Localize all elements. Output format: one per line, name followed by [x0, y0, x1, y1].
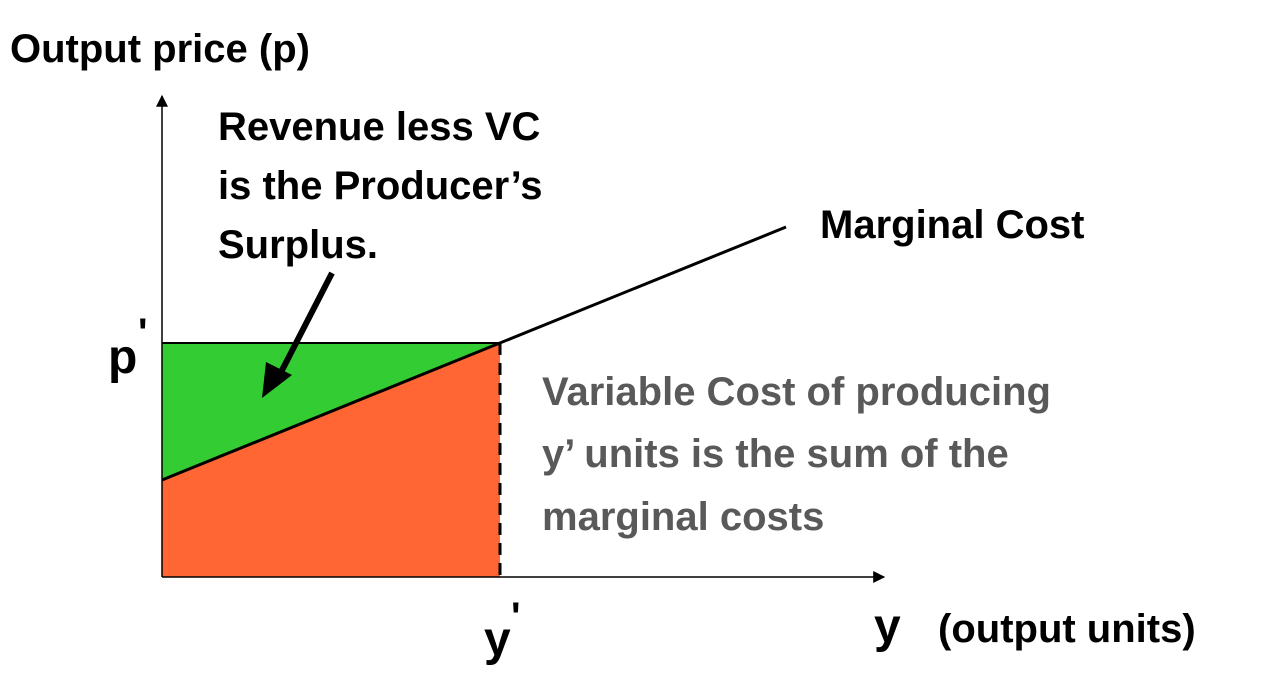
x-axis-title: (output units) — [938, 607, 1196, 651]
p-prime-mark: ' — [138, 311, 148, 355]
variable-cost-label-line3: marginal costs — [542, 495, 824, 539]
variable-cost-label-line1: Variable Cost of producing — [542, 370, 1051, 414]
variable-cost-area — [162, 343, 500, 577]
p-prime-label: p — [108, 331, 137, 384]
x-axis-variable: y — [874, 600, 901, 653]
marginal-cost-curve — [161, 225, 787, 482]
y-prime-label: y — [484, 613, 511, 666]
producer-surplus-label-line1: Revenue less VC — [218, 105, 540, 149]
producer-surplus-label-line3: Surplus. — [218, 223, 378, 267]
y-prime-mark: ' — [511, 595, 521, 639]
surplus-pointer-arrow — [273, 271, 335, 384]
variable-cost-label-line2: y’ units is the sum of the — [542, 432, 1009, 476]
surplus-pointer-arrowhead — [262, 362, 292, 398]
producer-surplus-label-line2: is the Producer’s — [218, 164, 543, 208]
marginal-cost-label: Marginal Cost — [820, 203, 1084, 247]
y-axis-title: Output price (p) — [10, 27, 310, 71]
